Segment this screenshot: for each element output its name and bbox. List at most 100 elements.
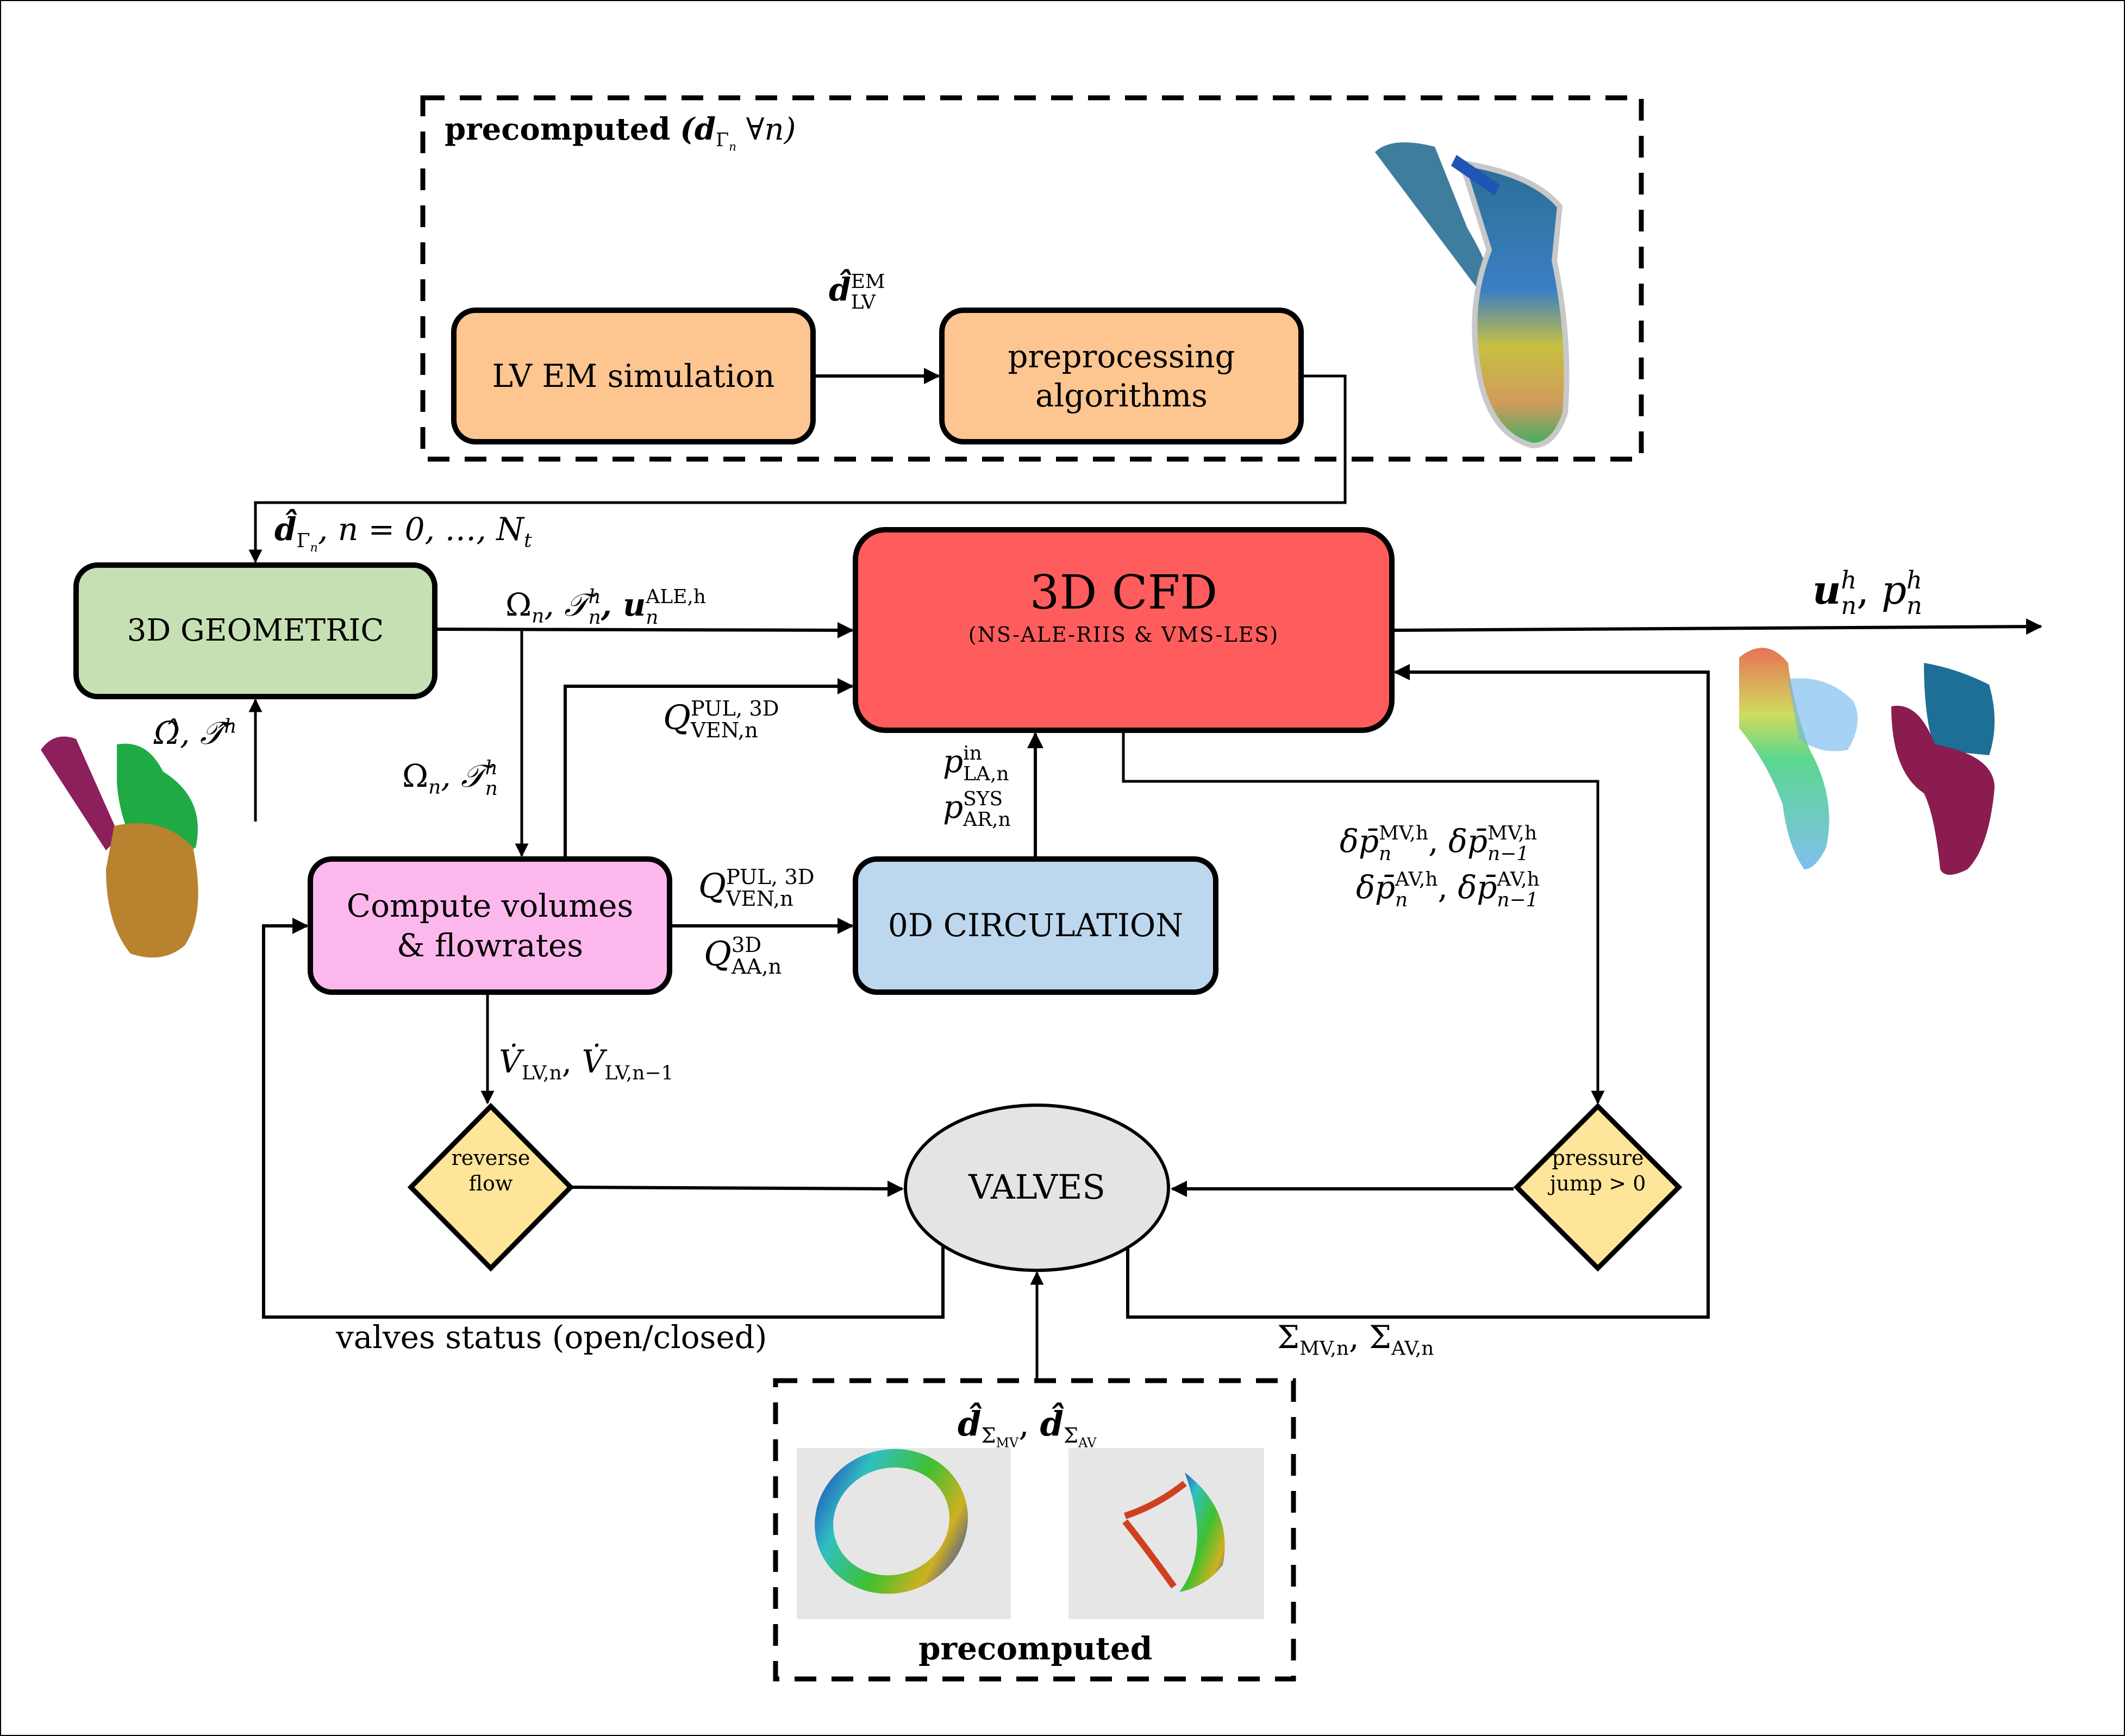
p-ar-base: p [943, 788, 964, 825]
d-gamma-base: d̂ [274, 511, 297, 548]
dp-av-sub: n [1395, 888, 1408, 911]
dp-mv-sup: MV,h [1379, 822, 1429, 844]
output-sub2: n [1906, 591, 1922, 620]
precomputed-group-top [420, 95, 1644, 462]
output-sup2: h [1906, 566, 1922, 594]
sigma-base: Σ [1277, 1319, 1300, 1356]
dp-av-base: δp̄ [1356, 868, 1396, 906]
dp-av-sup: AV,h [1395, 868, 1438, 891]
bottom-precomputed-word: precomputed [918, 1630, 1153, 1667]
node-valves[interactable] [904, 1104, 1170, 1272]
q-ven-cfd-sub: VEN,n [690, 718, 758, 743]
d-sigma-sub: Σ [981, 1424, 996, 1449]
reverse-flow-label: reverse flow [436, 1141, 545, 1201]
omega-compute-t2: , 𝒯 [441, 757, 485, 794]
omega-hat-sup: h [224, 715, 237, 738]
node-compute-volumes[interactable] [308, 856, 672, 995]
omega-compute-sup2: h [485, 757, 498, 779]
top-precomputed-math: (d [680, 111, 716, 147]
circulation-text: 0D CIRCULATION [888, 907, 1184, 944]
valves-text: VALVES [968, 1167, 1105, 1207]
v-dot-sub2: LV,n−1 [604, 1062, 674, 1085]
omega-cfd-sub1: n [532, 605, 545, 628]
d-gamma-tail: , n = 0, …, N [317, 511, 524, 548]
omega-cfd-sup2: h [588, 586, 601, 608]
dp-mv-base: δp̄ [1340, 822, 1379, 860]
d-gamma-sub: Γ [296, 529, 310, 552]
preprocessing-label: preprocessing algorithms [942, 310, 1301, 442]
top-precomputed-tail: ∀n) [736, 112, 796, 147]
label-d-gamma: d̂Γn, n = 0, …, Nt [274, 511, 532, 554]
geometric-text: 3D GEOMETRIC [127, 613, 384, 648]
p-la-base: p [943, 742, 964, 780]
omega-compute-sub1: n [428, 776, 441, 799]
reverse-flow-line1: reverse [451, 1145, 530, 1170]
q-ven-cfd-sup: PUL, 3D [690, 697, 779, 721]
node-pressure-jump[interactable] [1513, 1102, 1683, 1272]
edge-compute-to-cfd [564, 678, 854, 859]
compute-line2: & flowrates [396, 926, 583, 964]
v-dot-sub1: LV,n [521, 1062, 562, 1085]
d-sigma-subsub: MV [996, 1436, 1019, 1451]
velocity-field-render [1739, 648, 1858, 869]
omega-cfd-t2: , 𝒯 [544, 586, 589, 623]
output-base2: p [1881, 567, 1907, 613]
d-sigma-base: d̂ [958, 1404, 982, 1444]
omega-cfd-sup3: ALE,h [646, 586, 706, 608]
omega-cfd-base: Ω [505, 586, 532, 623]
label-omega-hat: Ω̂, 𝒯̂h [154, 717, 237, 749]
edge-valves-to-compute [262, 918, 945, 1319]
dp-av-sub2: n−1 [1497, 888, 1539, 911]
output-sup: h [1841, 566, 1857, 594]
pressure-field-render [1891, 663, 1995, 875]
node-lv-em-simulation[interactable] [451, 308, 816, 444]
node-0d-circulation[interactable] [853, 856, 1218, 995]
d-sigma-sub2: Σ [1063, 1424, 1079, 1449]
q-aa-sub: AA,n [731, 955, 782, 980]
d-em-sub: LV [851, 291, 876, 314]
top-precomputed-label: precomputed (dΓn ∀n) [445, 111, 796, 153]
node-reverse-flow[interactable] [407, 1102, 574, 1272]
edge-cfd-to-output [1391, 618, 2042, 635]
node-3d-cfd[interactable] [853, 527, 1395, 733]
top-precomputed-sub: Γ [715, 129, 729, 152]
dp-av-base2: δp̄ [1458, 868, 1497, 906]
v-dot-sep: , [561, 1043, 582, 1080]
top-precomputed-subsub: n [729, 140, 736, 154]
node-3d-geometric[interactable] [73, 562, 438, 699]
top-precomputed-word: precomputed [445, 111, 671, 147]
edge-cfd-to-pressure-jump [1122, 730, 1605, 1105]
cfd-label: 3D CFD (NS-ALE-RIIS & VMS-LES) [855, 530, 1392, 682]
dp-mv-base2: δp̄ [1448, 822, 1488, 860]
d-em-sup: EM [851, 271, 885, 293]
d-sigma-subsub2: AV [1078, 1436, 1097, 1451]
heart-displacement-render [1375, 142, 1570, 449]
p-ar-sub: AR,n [963, 808, 1011, 831]
p-la-sub: LA,n [963, 762, 1009, 785]
aortic-valve-render [1068, 1448, 1264, 1619]
d-gamma-tail-sub: t [523, 529, 532, 552]
q-ven-cfd-base: Q [663, 697, 691, 737]
d-sigma-sep: , [1018, 1404, 1040, 1444]
reverse-flow-line2: flow [468, 1171, 513, 1195]
q-ven-0d-sub: VEN,n [726, 887, 793, 912]
label-d-sigma: d̂ΣMV, d̂ΣAV [958, 1404, 1096, 1450]
omega-hat-text: Ω̂, 𝒯̂ [154, 715, 224, 751]
compute-label: Compute volumes & flowrates [310, 859, 670, 992]
node-preprocessing[interactable] [939, 308, 1304, 444]
edge-reverse-flow-to-valves [571, 1180, 904, 1197]
dp-mv-sep: , [1428, 822, 1448, 860]
v-dot-base2: V̇ [582, 1043, 605, 1080]
pressure-jump-label: pressure jump > 0 [1533, 1141, 1663, 1201]
q-aa-sup: 3D [731, 933, 762, 957]
